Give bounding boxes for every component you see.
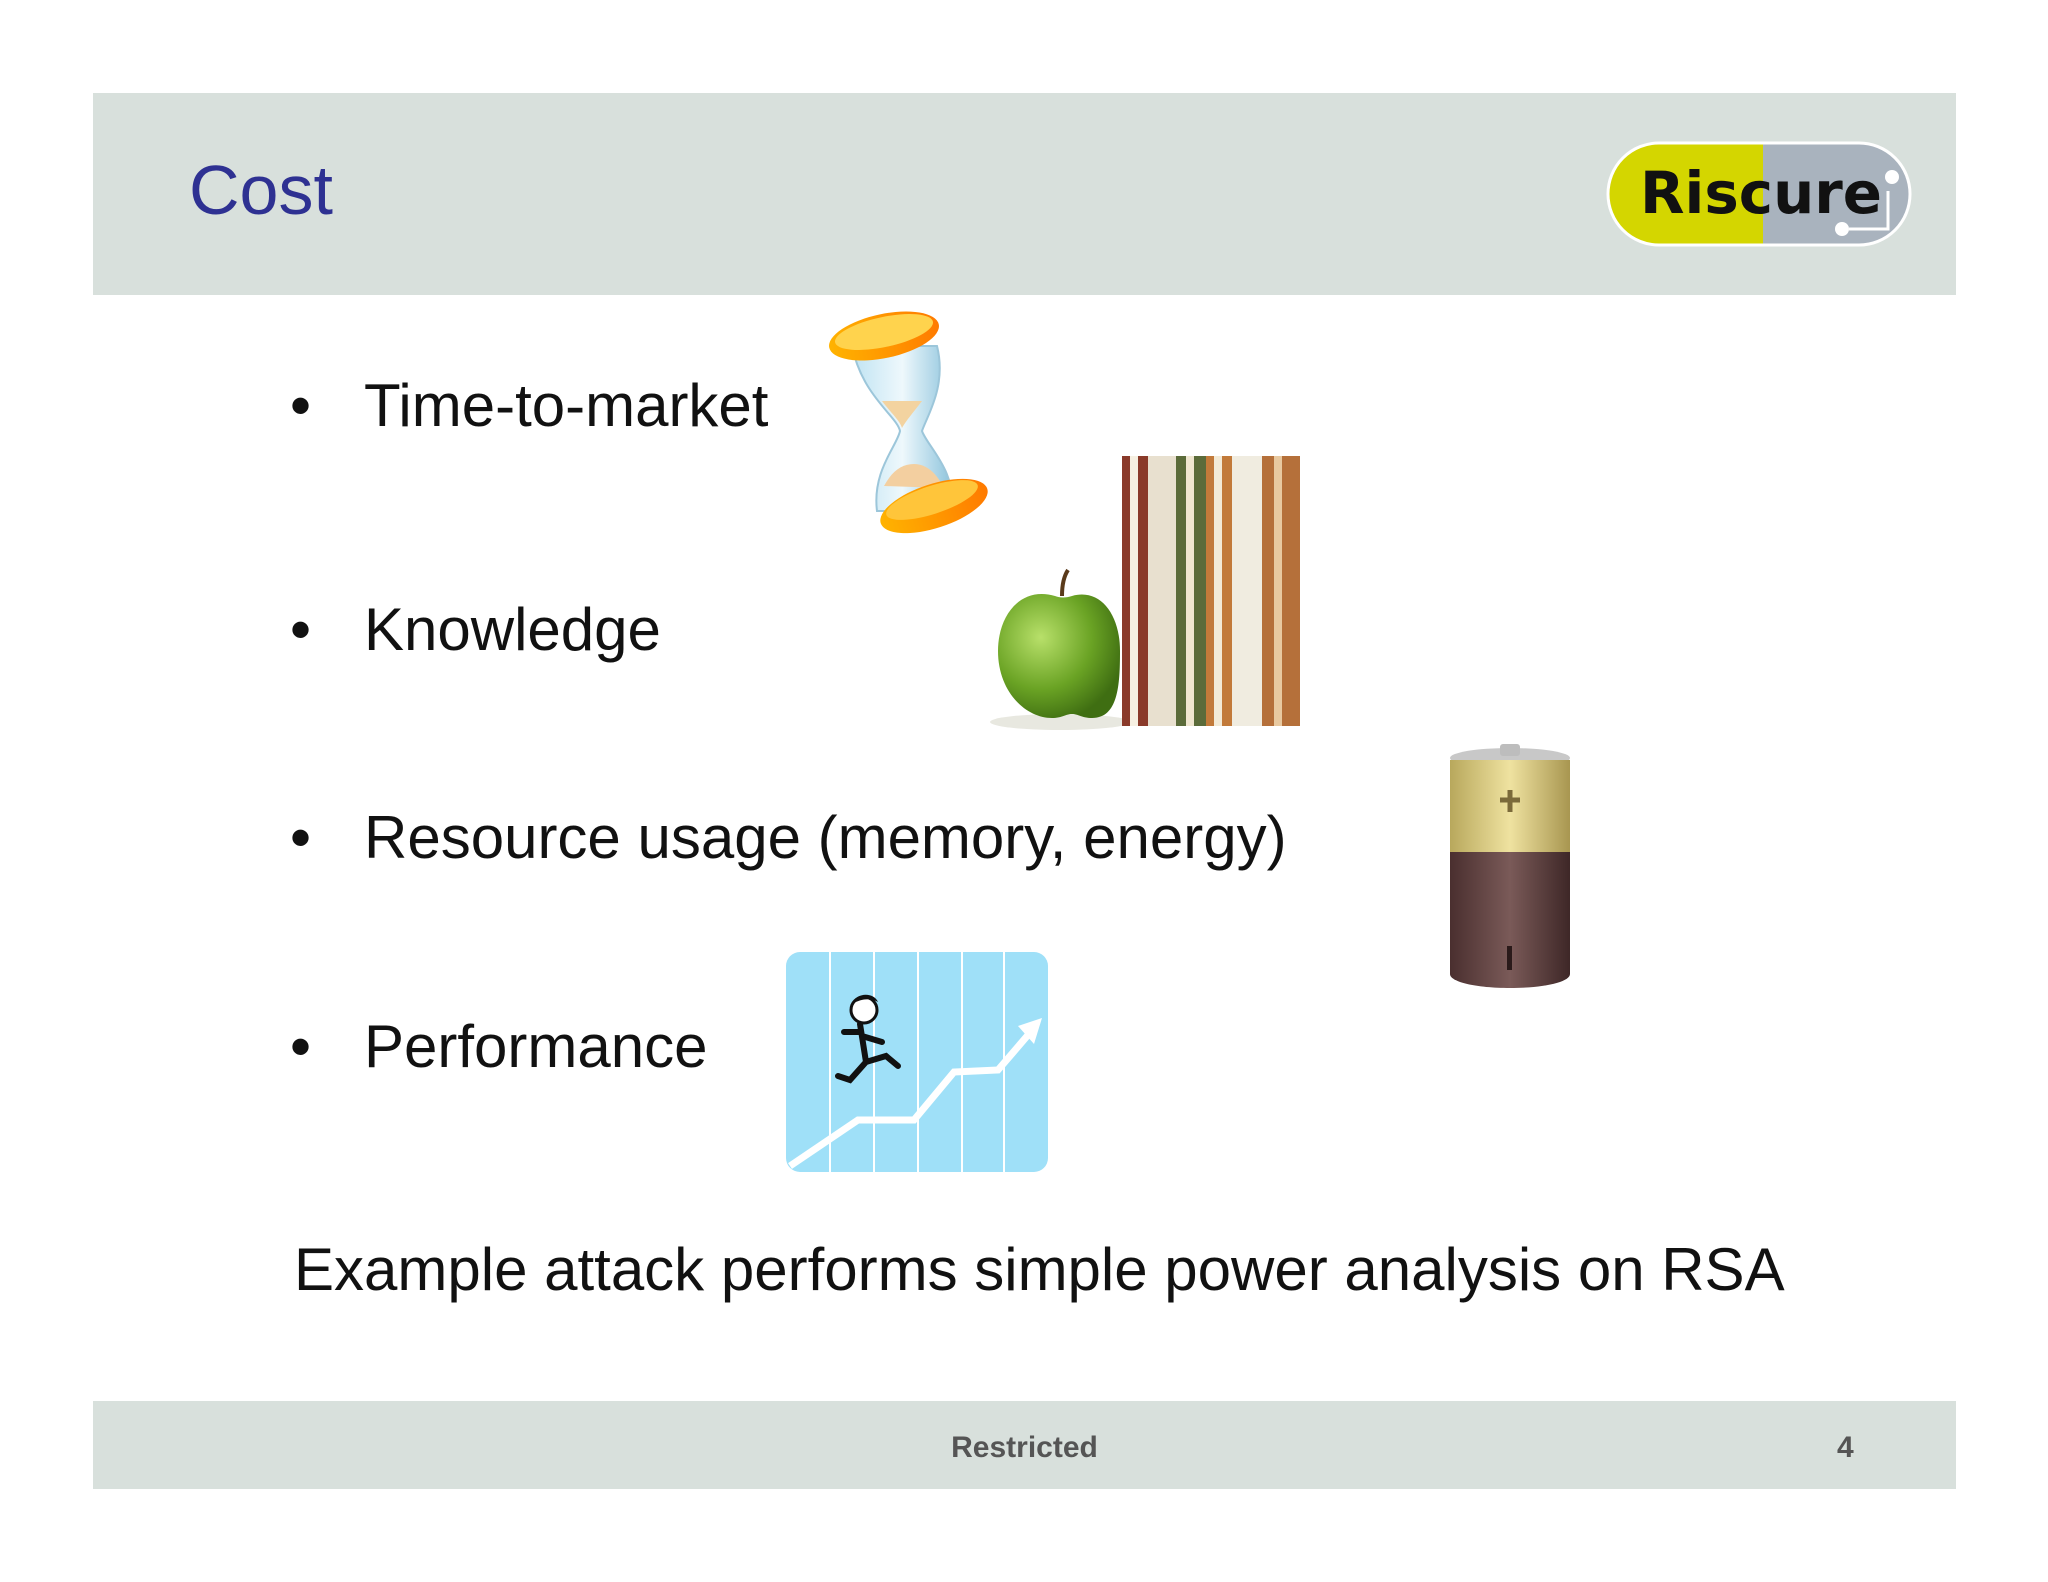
slide-title: Cost [189, 151, 333, 229]
bullet-label: Resource usage (memory, energy) [364, 804, 1287, 871]
bullet-label: Knowledge [364, 596, 661, 663]
bullet-dot: • [290, 372, 312, 439]
hourglass-icon [829, 311, 988, 534]
bullet-dot: • [290, 1013, 312, 1080]
riscure-logo: Riscure [1606, 141, 1912, 247]
bullet-label: Performance [364, 1013, 708, 1080]
bullet-dot: • [290, 804, 312, 871]
bullet-label: Time-to-market [364, 372, 769, 439]
battery-icon [1450, 744, 1570, 988]
apple-books-icon [990, 456, 1300, 730]
page-number: 4 [1837, 1431, 1854, 1464]
bullet-dot: • [290, 596, 312, 663]
tagline: Example attack performs simple power ana… [294, 1236, 1785, 1303]
footer-classification: Restricted [951, 1431, 1098, 1464]
footer-band: Restricted 4 [93, 1401, 1956, 1489]
header-band: Cost Riscure [93, 93, 1956, 295]
running-chart-icon [786, 952, 1048, 1172]
logo-text: Riscure [1640, 159, 1882, 227]
